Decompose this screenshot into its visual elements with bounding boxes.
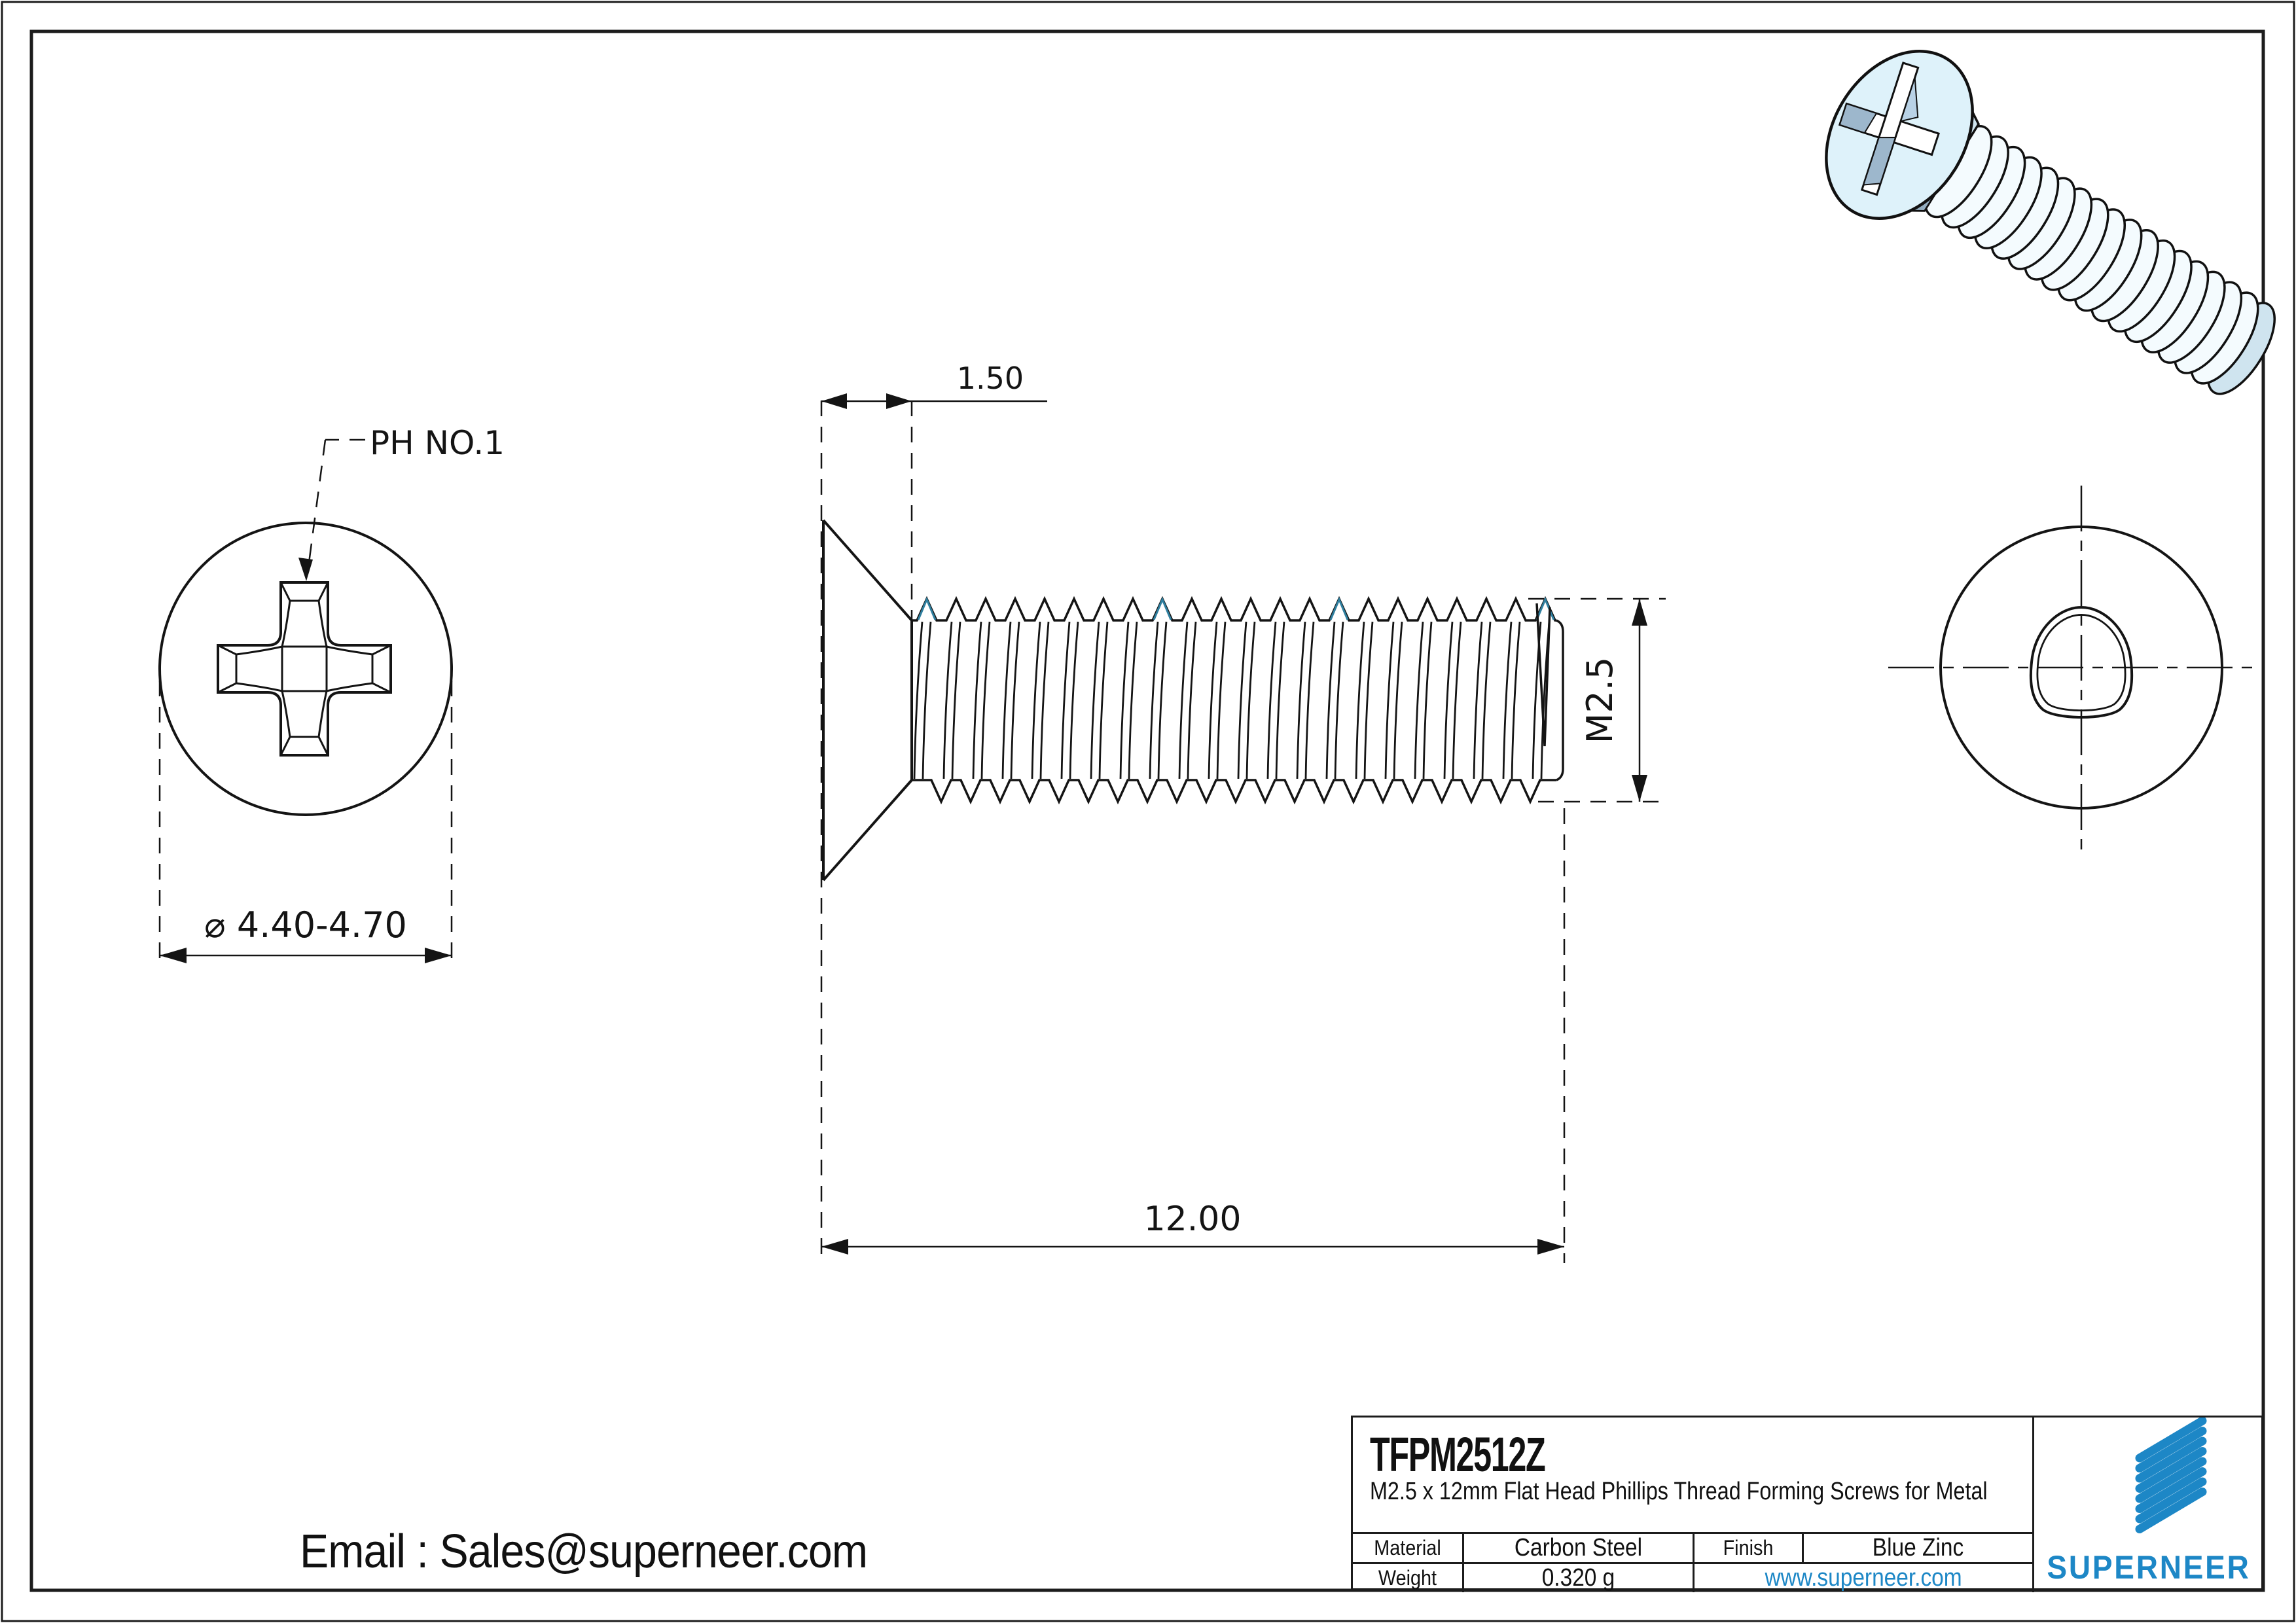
weight-value: 0.320 g — [1541, 1564, 1615, 1592]
screw-3d-threads — [1924, 125, 2276, 395]
brand-logo-icon — [2135, 1418, 2207, 1533]
finish-label: Finish — [1723, 1536, 1774, 1560]
thread-diameter-dimension — [1528, 597, 1666, 803]
drive-label-text: PH NO.1 — [370, 424, 505, 462]
screw-3d-render — [1825, 50, 2276, 395]
center-lines — [1888, 486, 2261, 849]
front-view — [158, 438, 453, 967]
phillips-cross-wings — [236, 600, 373, 738]
head-height-dimension — [820, 393, 1047, 1263]
thread-bottom-profile — [912, 779, 1556, 805]
part-description: M2.5 x 12mm Flat Head Phillips Thread Fo… — [1370, 1478, 1988, 1505]
thread-teal-marks — [917, 597, 1555, 620]
thread-spec-text: M2.5 — [1579, 657, 1621, 743]
head-diameter-text: ⌀ 4.40-4.70 — [204, 904, 407, 946]
length-text: 12.00 — [1144, 1200, 1242, 1239]
inner-border — [29, 29, 2265, 1592]
thread-top-profile — [912, 596, 1556, 622]
head-diameter-dimension — [158, 681, 453, 967]
website-link[interactable]: www.superneer.com — [1765, 1564, 1962, 1592]
side-head — [822, 519, 913, 882]
thread-flank-lines — [913, 621, 1551, 779]
drive-leader-line — [308, 438, 365, 563]
length-dimension — [821, 808, 1566, 1263]
brand-name: SUPERNEER — [2047, 1549, 2251, 1586]
tb-col-divider-1 — [1462, 1532, 1464, 1592]
tb-logo-divider — [2032, 1418, 2034, 1592]
head-height-text: 1.50 — [957, 361, 1024, 396]
screw-3d-phillips — [1838, 62, 1940, 196]
finish-value: Blue Zinc — [1872, 1534, 1964, 1561]
material-label: Material — [1374, 1536, 1441, 1560]
phillips-cross-outer — [217, 581, 392, 757]
side-view — [820, 393, 1666, 1263]
head-outline-circle — [158, 522, 453, 816]
website-cell: www.superneer.com — [1695, 1564, 2032, 1592]
contact-email[interactable]: Email : Sales@superneer.com — [300, 1525, 868, 1578]
thread-runout — [1535, 603, 1564, 781]
material-value: Carbon Steel — [1514, 1534, 1643, 1561]
part-number: TFPM2512Z — [1370, 1427, 1546, 1482]
trilobe-outline — [2029, 605, 2134, 719]
tb-col-divider-2 — [1693, 1532, 1695, 1592]
weight-label: Weight — [1378, 1566, 1437, 1590]
tb-col-divider-3 — [1802, 1532, 1804, 1562]
leader-arrowhead — [298, 558, 313, 581]
phillips-cross-endwalls — [217, 582, 391, 756]
title-block: TFPM2512Z M2.5 x 12mm Flat Head Phillips… — [1351, 1416, 2263, 1592]
phillips-cross-bottom-square — [281, 645, 328, 692]
back-view — [1888, 486, 2261, 849]
